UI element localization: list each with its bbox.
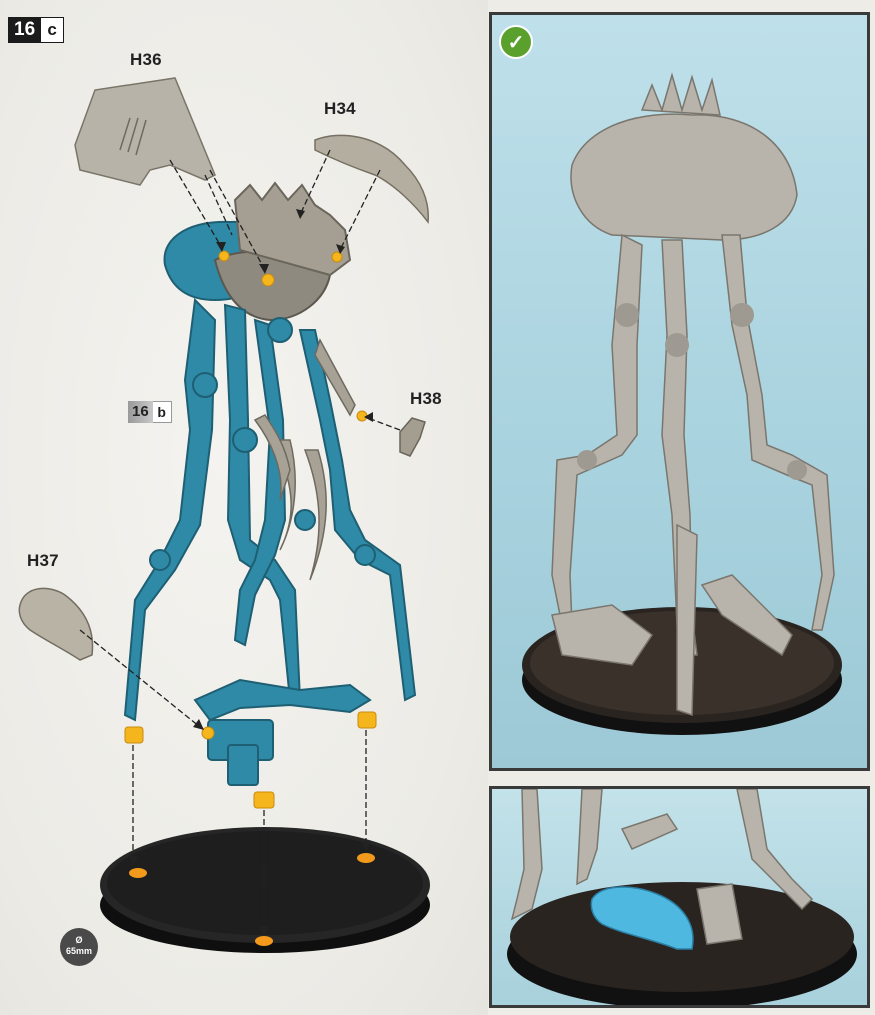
step-sub-letter: c xyxy=(41,17,64,43)
part-h34 xyxy=(315,135,428,222)
assembled-model-blue xyxy=(125,183,415,785)
reference-step-number: 16 xyxy=(128,401,153,423)
part-h38 xyxy=(400,418,425,456)
finished-model-panel xyxy=(489,12,870,771)
checkmark-icon: ✓ xyxy=(499,25,533,59)
part-label-h38: H38 xyxy=(410,389,442,409)
part-label-h37: H37 xyxy=(27,551,59,571)
step-number: 16 xyxy=(8,17,41,43)
part-label-h36: H36 xyxy=(130,50,162,70)
exploded-assembly-diagram xyxy=(0,0,488,1015)
diameter-symbol: Ø xyxy=(60,935,98,946)
part-h36 xyxy=(75,78,215,185)
part-h37 xyxy=(19,588,92,660)
reference-step-badge: 16 b xyxy=(128,401,172,423)
finished-model-photo xyxy=(492,15,867,768)
part-label-h34: H34 xyxy=(324,99,356,119)
diameter-value: 65mm xyxy=(60,946,98,957)
base-detail-panel xyxy=(489,786,870,1008)
base-diameter-badge: Ø 65mm xyxy=(60,928,98,966)
step-number-badge: 16 c xyxy=(8,17,64,43)
display-base xyxy=(100,827,430,953)
base-detail-photo xyxy=(492,789,867,1005)
reference-step-sub: b xyxy=(153,401,172,423)
